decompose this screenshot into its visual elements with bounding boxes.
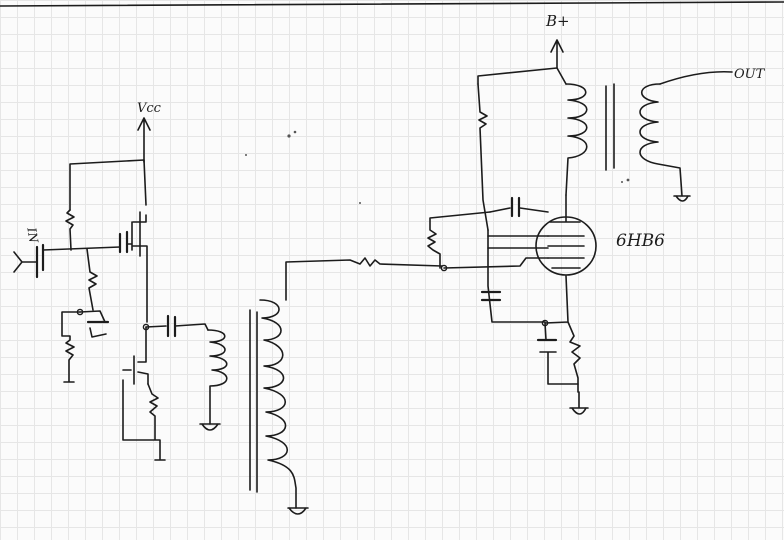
inductor-1 [207, 329, 228, 425]
bypass-capacitor-small [86, 320, 110, 338]
paper-edge [0, 1, 784, 7]
label-vcc: Vcc [137, 101, 162, 116]
cathode-bypass-capacitor [536, 338, 579, 385]
fet-2 [122, 326, 149, 385]
output-transformer-core [605, 83, 615, 171]
coupling-capacitor-1 [118, 230, 129, 254]
grid-wires [443, 235, 549, 269]
ground-icon-4 [569, 391, 589, 415]
grid-resistor [285, 257, 443, 301]
fet-1 [126, 211, 148, 323]
ground-icon [199, 423, 221, 431]
coupling-wire [145, 325, 167, 328]
coupling-wire-2 [174, 323, 209, 331]
bias-resistor-top [65, 209, 75, 251]
label-tube: 6HB6 [616, 231, 665, 251]
coupling-capacitor-2 [166, 314, 177, 338]
bias-resistor-ground [61, 311, 81, 383]
cathode-capacitor-left [480, 290, 502, 302]
label-bplus: B+ [545, 12, 570, 30]
transformer-secondary [259, 299, 297, 509]
screen-capacitor [510, 196, 521, 218]
ground-icon-3 [673, 195, 691, 202]
screen-wire [489, 207, 549, 213]
vcc-rail [69, 159, 147, 211]
tube-elements [547, 194, 585, 269]
plate-resistor [477, 83, 489, 231]
grid-leak-resistor [427, 211, 491, 269]
input-wire [42, 246, 121, 251]
cathode-resistor [544, 275, 581, 393]
label-output: OUT [734, 67, 766, 82]
input-jack [13, 251, 37, 273]
ground-icon-2 [287, 507, 309, 515]
bplus-arrow-icon [550, 39, 564, 69]
output-wire [659, 70, 733, 85]
cathode-wire [487, 229, 546, 323]
vcc-arrow-icon [137, 117, 151, 163]
transformer-core [249, 309, 258, 493]
bias-wire [79, 310, 106, 323]
output-transformer-secondary [639, 83, 683, 197]
pencil-marks [245, 130, 630, 204]
bias-resistor-mid [86, 248, 98, 311]
label-input: IN [24, 226, 41, 245]
source-resistor [122, 379, 166, 461]
input-capacitor [35, 243, 45, 279]
output-transformer-primary [565, 83, 588, 196]
bplus-rail [477, 67, 567, 85]
